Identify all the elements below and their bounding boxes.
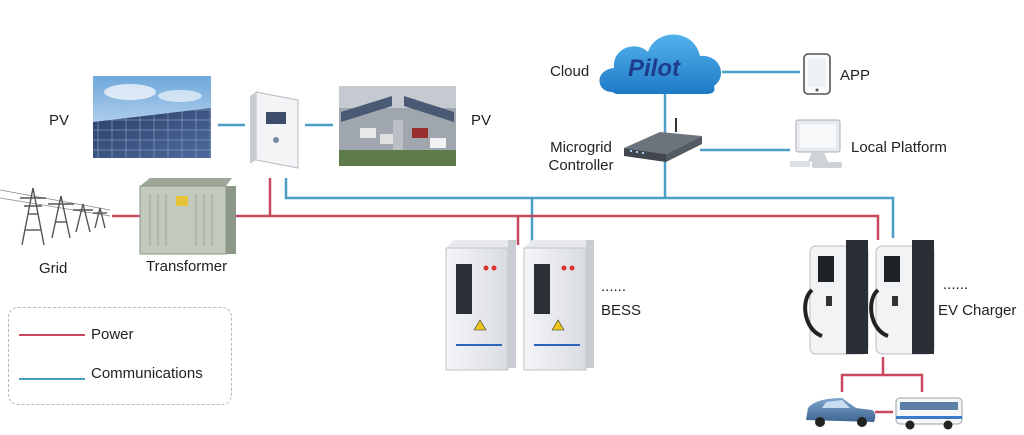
ev-charger-more-indicator: ...... [943, 276, 969, 293]
solar-carport-photo [339, 86, 456, 166]
inverter-icon [250, 91, 299, 169]
legend-power-label: Power [91, 326, 134, 343]
transformer-label: Transformer [146, 258, 228, 275]
microgrid-controller-label: Microgrid Controller [536, 139, 626, 175]
pv-left-label: PV [49, 112, 70, 129]
legend-communications-swatch [19, 378, 85, 380]
bus-icon [895, 397, 963, 430]
cloud-icon [599, 34, 722, 94]
solar-panel-photo [93, 76, 211, 158]
ev-charger-icon [869, 240, 935, 355]
cloud-brand-logo: Pilot [628, 55, 680, 82]
cloud-label: Cloud [550, 63, 590, 80]
monitor-icon [790, 119, 842, 168]
app-label: APP [840, 67, 871, 84]
car-icon [806, 398, 876, 427]
power-line-bus [883, 373, 924, 392]
microgrid-controller-line1: Microgrid [550, 139, 612, 156]
grid-label: Grid [39, 260, 68, 277]
local-platform-label: Local Platform [851, 139, 947, 156]
bess-more-indicator: ...... [601, 278, 627, 295]
legend-power-swatch [19, 334, 85, 336]
battery-cabinet-icon [523, 240, 594, 371]
pv-right-label: PV [471, 112, 492, 129]
bess-label: BESS [601, 302, 642, 319]
ev-charger-label: EV Charger [938, 302, 1017, 319]
legend-communications-label: Communications [91, 365, 203, 382]
legend: Power Communications [8, 307, 232, 405]
transmission-tower-icon [0, 187, 111, 246]
comm-bus [284, 178, 895, 238]
battery-cabinet-icon [445, 240, 516, 371]
ev-charger-icon [803, 240, 869, 355]
power-lines [112, 178, 924, 414]
power-line-vehicles [840, 357, 885, 392]
power-bus [236, 214, 880, 240]
microgrid-controller-line2: Controller [548, 157, 614, 174]
transformer-icon [139, 178, 236, 255]
tablet-icon [803, 53, 831, 95]
router-icon [624, 118, 702, 162]
